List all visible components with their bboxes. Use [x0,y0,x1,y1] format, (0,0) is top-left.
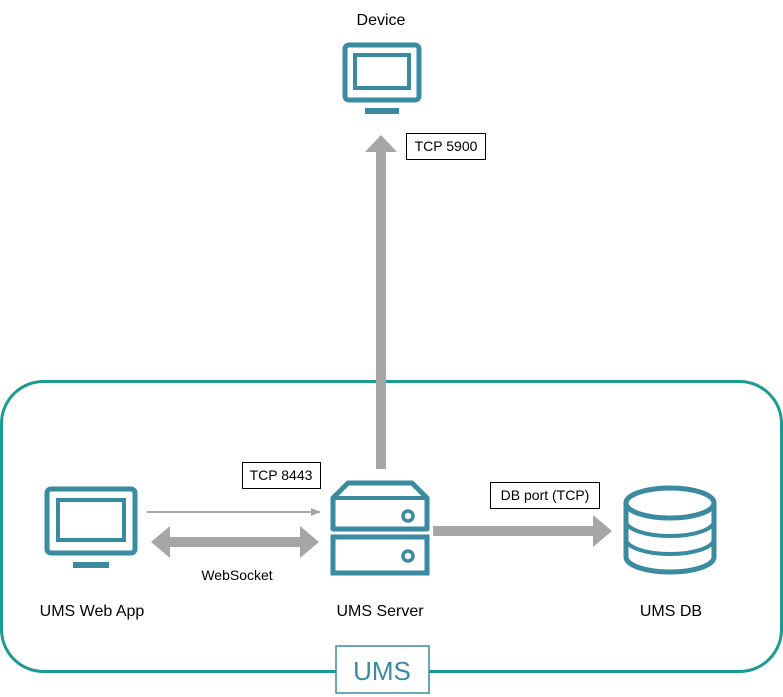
db-port-label: DB port (TCP) [501,487,590,503]
db-port-label-box: DB port (TCP) [490,482,600,509]
server-label: UMS Server [336,603,424,620]
tcp-8443-label-box: TCP 8443 [242,462,321,489]
arrow-websocket [151,526,319,558]
arrow-server-to-device [365,135,397,469]
websocket-label: WebSocket [201,567,272,583]
tcp-5900-label: TCP 5900 [415,138,478,154]
device-monitor-icon [342,42,422,114]
db-label: UMS DB [640,603,702,620]
tcp-5900-label-box: TCP 5900 [406,133,486,160]
arrow-server-to-db [433,515,612,547]
web-app-label: UMS Web App [40,603,145,620]
server-icon [330,480,430,576]
database-icon [623,485,717,575]
ums-badge-label: UMS [353,656,411,686]
device-label: Device [357,12,406,29]
tcp-8443-label: TCP 8443 [250,467,313,483]
ums-badge: UMS [335,645,430,694]
web-app-monitor-icon [44,486,138,568]
